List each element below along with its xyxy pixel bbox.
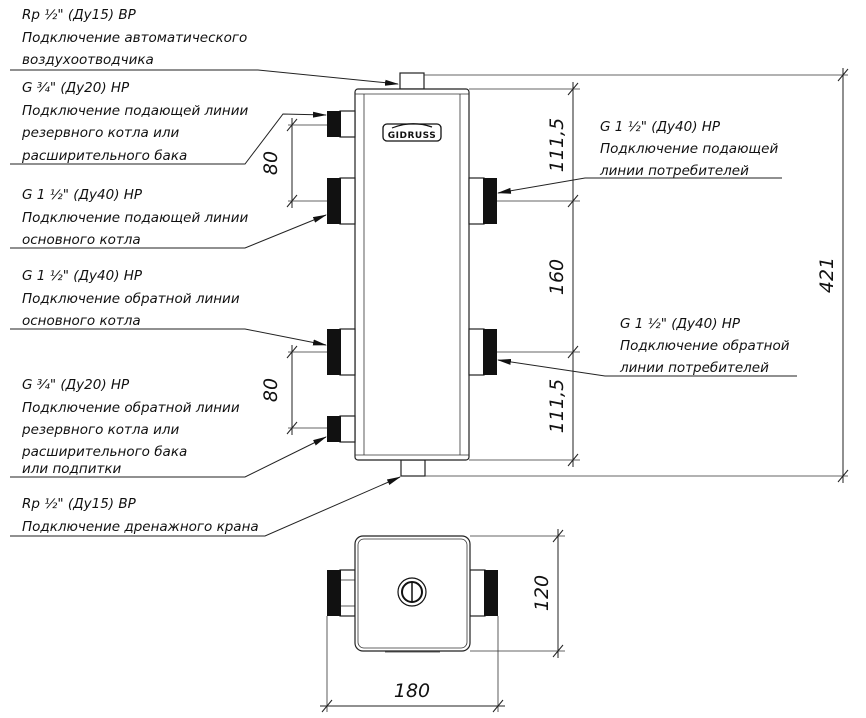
svg-text:80: 80 [260, 151, 282, 175]
plan-view: 120 180 [320, 529, 565, 713]
separator-body [354, 88, 470, 461]
svg-text:421: 421 [816, 257, 838, 293]
svg-text:G 1 ½" (Ду40) НР: G 1 ½" (Ду40) НР [620, 316, 741, 332]
label-consumer-return: G 1 ½" (Ду40) НР Подключение обратной ли… [497, 316, 797, 377]
svg-text:резервного котла или: резервного котла или [21, 422, 179, 438]
port-reserve-return [327, 415, 356, 443]
svg-text:линии потребителей: линии потребителей [599, 163, 749, 179]
gidruss-logo: GIDRUSS [382, 123, 442, 142]
svg-text:расширительного бака: расширительного бака [21, 148, 187, 164]
air-vent-nipple [399, 72, 425, 90]
svg-text:Подключение подающей линии: Подключение подающей линии [22, 103, 249, 119]
svg-text:Подключение подающей линии: Подключение подающей линии [22, 210, 249, 226]
svg-text:или подпитки: или подпитки [22, 461, 122, 477]
dimension-left-bottom: 80 [260, 345, 327, 435]
port-consumer-supply [468, 177, 497, 225]
label-consumer-supply: G 1 ½" (Ду40) НР Подключение подающей ли… [497, 119, 782, 194]
label-main-return: G 1 ½" (Ду40) НР Подключение обратной ли… [10, 268, 327, 346]
svg-text:GIDRUSS: GIDRUSS [388, 131, 437, 141]
svg-text:111,5: 111,5 [546, 379, 568, 433]
svg-text:резервного котла или: резервного котла или [21, 125, 179, 141]
svg-text:основного котла: основного котла [22, 313, 141, 329]
svg-text:G 1 ½" (Ду40) НР: G 1 ½" (Ду40) НР [600, 119, 721, 135]
svg-text:G 1 ½" (Ду40) НР: G 1 ½" (Ду40) НР [22, 268, 143, 284]
port-main-return [327, 328, 356, 376]
svg-text:G ¾" (Ду20) НР: G ¾" (Ду20) НР [22, 80, 130, 96]
svg-text:G ¾" (Ду20) НР: G ¾" (Ду20) НР [22, 377, 130, 393]
svg-text:воздухоотводчика: воздухоотводчика [22, 52, 154, 68]
svg-text:111,5: 111,5 [546, 118, 568, 172]
label-main-supply: G 1 ½" (Ду40) НР Подключение подающей ли… [10, 187, 327, 249]
dimension-left-top: 80 [260, 118, 327, 208]
svg-text:Подключение автоматического: Подключение автоматического [22, 30, 247, 46]
svg-text:G 1 ½" (Ду40) НР: G 1 ½" (Ду40) НР [22, 187, 143, 203]
svg-text:80: 80 [260, 378, 282, 402]
air-vent-cap [397, 577, 427, 607]
svg-text:Подключение дренажного крана: Подключение дренажного крана [22, 519, 259, 535]
svg-text:Подключение обратной: Подключение обратной [620, 338, 790, 354]
dimension-total-height: 421 [424, 68, 849, 483]
svg-text:линии потребителей: линии потребителей [619, 360, 769, 376]
svg-text:Подключение обратной линии: Подключение обратной линии [22, 291, 240, 307]
label-drain: Rp ½" (Ду15) ВР Подключение дренажного к… [10, 476, 401, 537]
svg-text:расширительного бака: расширительного бака [21, 444, 187, 460]
label-reserve-return: G ¾" (Ду20) НР Подключение обратной лини… [10, 377, 327, 478]
drain-nipple [400, 459, 426, 477]
svg-text:Подключение подающей: Подключение подающей [600, 141, 778, 157]
port-reserve-supply [327, 110, 356, 138]
label-reserve-supply: G ¾" (Ду20) НР Подключение подающей лини… [10, 80, 327, 165]
svg-text:Подключение обратной линии: Подключение обратной линии [22, 400, 240, 416]
svg-text:160: 160 [546, 259, 568, 295]
label-air-vent: Rp ½" (Ду15) ВР Подключение автоматическ… [10, 7, 399, 86]
svg-text:Rp ½" (Ду15) ВР: Rp ½" (Ду15) ВР [22, 7, 137, 23]
svg-text:основного котла: основного котла [22, 232, 141, 248]
dimension-right-chain: 111,5 160 111,5 [469, 82, 580, 467]
front-view: GIDRUSS [327, 72, 497, 477]
svg-text:Rp ½" (Ду15) ВР: Rp ½" (Ду15) ВР [22, 496, 137, 512]
svg-text:180: 180 [394, 680, 430, 702]
port-main-supply [327, 177, 356, 225]
port-consumer-return [468, 328, 497, 376]
svg-text:120: 120 [531, 575, 553, 611]
